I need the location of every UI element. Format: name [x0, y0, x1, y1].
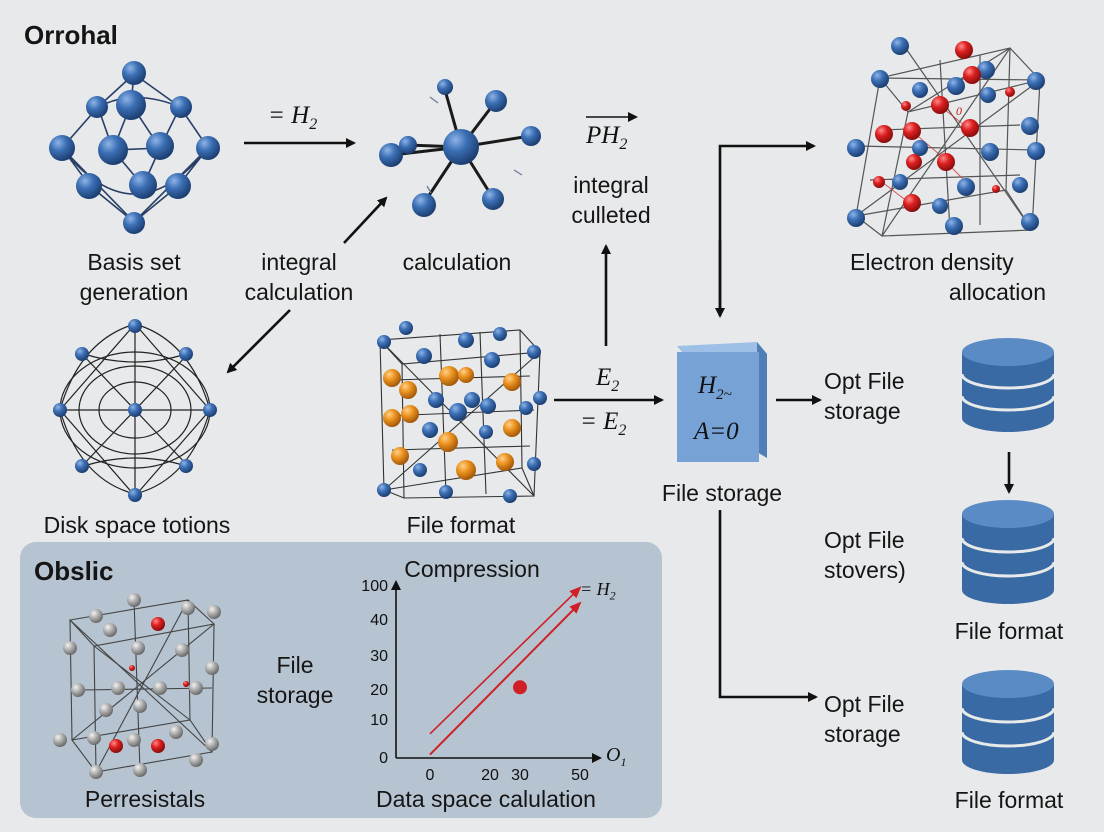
- perresistals-label: Perresistals: [84, 786, 206, 812]
- svg-text:0: 0: [956, 104, 962, 118]
- y-tick-label: 10: [370, 712, 388, 729]
- top-title: Orrohal: [24, 20, 118, 50]
- disk-space-label: Disk space totions: [43, 512, 231, 538]
- file-storage-label: File storage: [661, 480, 783, 506]
- y-tick-label: 0: [379, 750, 388, 767]
- box-a-zero: A=0: [694, 418, 739, 445]
- chart-x-axis-label: O1: [606, 744, 627, 769]
- database-icon: [960, 338, 1056, 432]
- file-format-right-label-2: File format: [954, 787, 1064, 813]
- y-tick-label: 30: [370, 648, 388, 665]
- compression-chart: 0 10 20 30 40 100 0 20 30 50: [361, 578, 602, 784]
- chart-series-label: = H2: [580, 579, 616, 603]
- equation-e2-bottom: = E2: [580, 408, 627, 439]
- hamiltonian-box: [677, 342, 767, 462]
- box-h2: H2~: [698, 372, 732, 403]
- panel-title: Obslic: [34, 556, 114, 586]
- electron-density-label: Electron density allocation: [850, 249, 1046, 305]
- perresistals-crystal: [53, 593, 221, 779]
- calculation-molecule: [379, 79, 541, 217]
- equation-e2-top: E2: [596, 364, 620, 395]
- series-line: [429, 601, 582, 756]
- x-tick-label: 20: [481, 767, 499, 784]
- file-format-crystal: [377, 321, 547, 503]
- electron-density-crystal: 0: [847, 37, 1045, 237]
- basis-set-molecule: [49, 61, 220, 234]
- data-space-label: Data space calulation: [376, 786, 596, 812]
- chart-title: Compression: [404, 556, 540, 582]
- calculation-label: calculation: [402, 249, 512, 275]
- y-tick-label: 20: [370, 682, 388, 699]
- highlight-point: [513, 680, 527, 695]
- x-tick-label: 0: [426, 767, 435, 784]
- database-icon: [960, 670, 1056, 774]
- equation-ph2: PH2: [586, 122, 628, 153]
- file-format-label: File format: [406, 512, 516, 538]
- database-icon: [960, 500, 1056, 604]
- equation-h2: = H2: [268, 102, 318, 133]
- x-tick-label: 50: [571, 767, 589, 784]
- file-format-right-label: File format: [954, 618, 1064, 644]
- flow-arrows: [226, 138, 1014, 702]
- disk-space-wireframe: [53, 319, 217, 502]
- obslic-panel: [20, 542, 662, 818]
- x-tick-label: 30: [511, 767, 529, 784]
- y-tick-label: 40: [370, 612, 388, 629]
- y-tick-label: 100: [361, 578, 388, 595]
- series-line: [429, 586, 582, 735]
